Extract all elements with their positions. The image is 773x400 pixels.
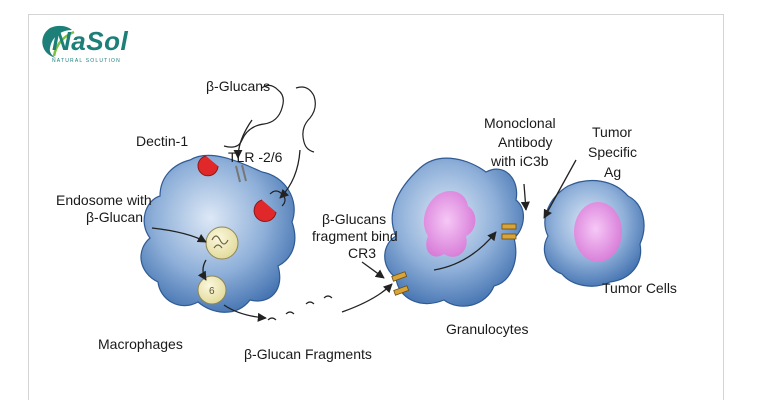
label-fragments: β-Glucan Fragments <box>244 346 372 362</box>
tlr-receptor-icon <box>235 164 247 183</box>
label-tumor-ag-2: Specific <box>588 144 637 160</box>
tumor-nucleus <box>574 202 622 262</box>
pathway-arrows <box>151 119 577 322</box>
label-mono-1: Monoclonal <box>484 115 556 131</box>
label-mono-3: with iC3b <box>490 153 549 169</box>
endosome-lower <box>197 275 227 305</box>
label-bind-3: CR3 <box>348 245 376 261</box>
nasol-logo[interactable] <box>36 18 136 74</box>
cr3-receptor-icon <box>391 223 517 296</box>
label-endosome-2: β-Glucan <box>86 209 143 225</box>
receptor-red-right-icon <box>253 199 277 223</box>
logo-tagline: NATURAL SOLUTION <box>52 58 121 64</box>
label-dectin: Dectin-1 <box>136 133 188 149</box>
label-tumor-cells: Tumor Cells <box>602 280 677 296</box>
leaf-icon <box>42 25 75 58</box>
label-bind-2: fragment bind <box>312 228 398 244</box>
label-tumor-ag-1: Tumor <box>592 124 632 140</box>
granulocyte-nucleus <box>423 191 476 257</box>
label-granulocytes: Granulocytes <box>446 321 528 337</box>
label-tumor-ag-3: Ag <box>604 164 621 180</box>
label-mono-2: Antibody <box>498 134 552 150</box>
label-macrophages: Macrophages <box>98 336 183 352</box>
label-bind-1: β-Glucans <box>322 211 386 227</box>
label-endosome-1: Endosome with <box>56 192 152 208</box>
dectin-receptor-icon <box>197 155 219 177</box>
logo-name[interactable]: NaSol <box>52 26 129 56</box>
label-tlr: TLR -2/6 <box>228 149 283 165</box>
label-beta-glucans: β-Glucans <box>206 78 270 94</box>
svg-text:6: 6 <box>209 286 215 297</box>
